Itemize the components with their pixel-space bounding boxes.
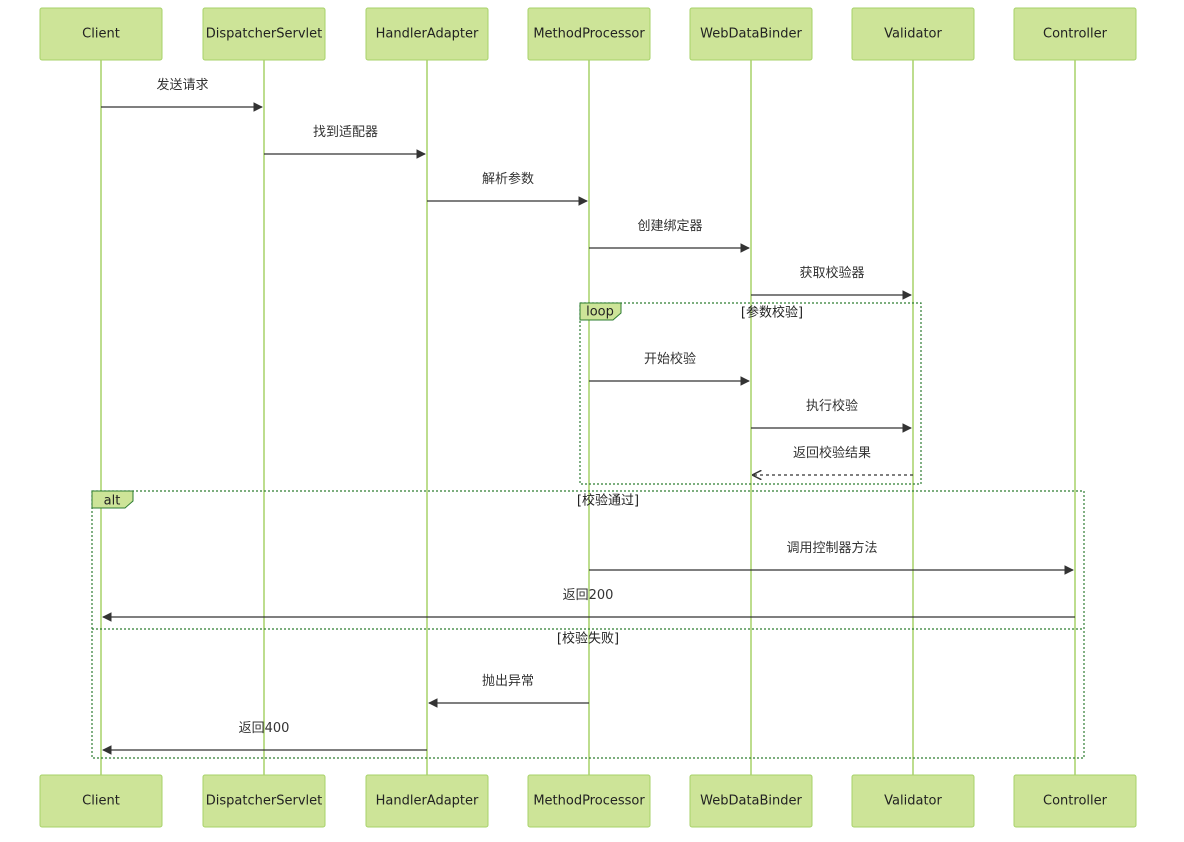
actor-label: MethodProcessor (533, 27, 645, 42)
actor-adapter-bottom: HandlerAdapter (365, 774, 489, 828)
loop-keyword: loop (586, 305, 614, 320)
actor-processor-top: MethodProcessor (527, 7, 651, 61)
actor-box (851, 774, 975, 828)
actor-label: DispatcherServlet (206, 794, 322, 809)
loop-fragment: loop [参数校验] (579, 302, 922, 485)
message-7: 执行校验 (751, 398, 912, 433)
actor-label: HandlerAdapter (376, 794, 479, 809)
message-label: 返回校验结果 (793, 445, 871, 461)
actor-label: WebDataBinder (700, 794, 802, 809)
actor-processor-bottom: MethodProcessor (527, 774, 651, 828)
alt-else-condition: [校验失败] (557, 631, 619, 647)
actor-dispatcher-top: DispatcherServlet (202, 7, 326, 61)
actor-controller-bottom: Controller (1013, 774, 1137, 828)
message-label: 返回400 (239, 721, 290, 736)
message-4: 创建绑定器 (589, 219, 750, 253)
message-label: 获取校验器 (799, 265, 864, 281)
loop-condition: [参数校验] (741, 305, 803, 321)
actor-label: Client (82, 27, 120, 42)
actor-label: Controller (1043, 27, 1108, 42)
message-8: 返回校验结果 (753, 445, 913, 475)
actor-label: Client (82, 794, 120, 809)
actor-box (39, 774, 163, 828)
actor-label: MethodProcessor (533, 794, 645, 809)
message-label: 调用控制器方法 (786, 540, 877, 556)
message-label: 发送请求 (156, 77, 208, 93)
actor-label: Controller (1043, 794, 1108, 809)
message-label: 返回200 (563, 588, 614, 603)
actor-client-top: Client (39, 7, 163, 61)
message-label: 执行校验 (806, 398, 858, 414)
message-12: 返回400 (102, 721, 427, 755)
message-label: 解析参数 (482, 171, 534, 187)
alt-keyword: alt (104, 494, 121, 509)
actor-label: WebDataBinder (700, 27, 802, 42)
message-label: 找到适配器 (313, 125, 378, 140)
message-label: 创建绑定器 (637, 219, 702, 234)
actor-client-bottom: Client (39, 774, 163, 828)
message-10: 返回200 (102, 588, 1075, 622)
actors: ClientClientDispatcherServletDispatcherS… (39, 7, 1137, 828)
actor-box (527, 774, 651, 828)
actor-binder-bottom: WebDataBinder (689, 774, 813, 828)
message-label: 抛出异常 (482, 674, 534, 689)
actor-box (202, 774, 326, 828)
loop-frame (579, 302, 922, 485)
actor-box (365, 7, 489, 61)
actor-label: Validator (884, 27, 942, 42)
actor-validator-bottom: Validator (851, 774, 975, 828)
actor-validator-top: Validator (851, 7, 975, 61)
actor-box (527, 7, 651, 61)
message-label: 开始校验 (644, 351, 696, 367)
message-9: 调用控制器方法 (589, 540, 1074, 575)
actor-binder-top: WebDataBinder (689, 7, 813, 61)
alt-fragment: alt [校验通过] [校验失败] (91, 490, 1085, 759)
message-2: 找到适配器 (264, 125, 426, 159)
message-6: 开始校验 (589, 351, 750, 386)
actor-adapter-top: HandlerAdapter (365, 7, 489, 61)
message-11: 抛出异常 (428, 674, 589, 708)
lifelines (100, 60, 1076, 775)
alt-condition: [校验通过] (577, 493, 639, 509)
fragments: loop [参数校验] alt [校验通过] [校验失败] (91, 302, 1085, 759)
actor-label: Validator (884, 794, 942, 809)
actor-box (202, 7, 326, 61)
actor-box (365, 774, 489, 828)
actor-box (39, 7, 163, 61)
message-1: 发送请求 (101, 77, 263, 112)
actor-box (851, 7, 975, 61)
messages: 发送请求找到适配器解析参数创建绑定器获取校验器开始校验执行校验返回校验结果调用控… (101, 77, 1075, 755)
loop-tab (579, 302, 622, 321)
actor-box (689, 774, 813, 828)
actor-controller-top: Controller (1013, 7, 1137, 61)
alt-frame (91, 490, 1085, 759)
alt-tab (91, 490, 134, 509)
actor-dispatcher-bottom: DispatcherServlet (202, 774, 326, 828)
actor-box (689, 7, 813, 61)
actor-label: HandlerAdapter (376, 27, 479, 42)
message-3: 解析参数 (427, 171, 588, 206)
actor-box (1013, 7, 1137, 61)
message-5: 获取校验器 (751, 265, 912, 300)
actor-box (1013, 774, 1137, 828)
actor-label: DispatcherServlet (206, 27, 322, 42)
